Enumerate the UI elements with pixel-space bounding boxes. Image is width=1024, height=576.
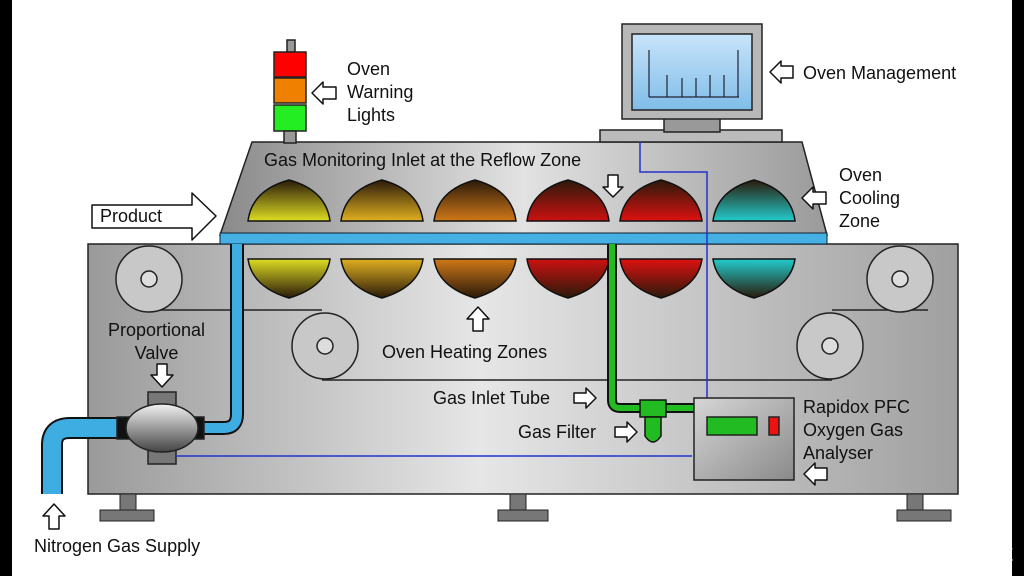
arrow-monitoring-inlet (602, 174, 624, 198)
lower-heating-zone-3 (433, 258, 517, 299)
reflow-oven-diagram (41, 23, 959, 530)
lower-heating-zone-4 (526, 258, 610, 299)
lower-heating-zone-5 (619, 258, 703, 299)
oxygen-gas-analyser (693, 397, 795, 481)
conveyor-rollers (115, 245, 934, 380)
upper-heating-zone-5 (619, 179, 703, 222)
conveyor-strip (219, 232, 828, 245)
signal-wires (176, 142, 708, 457)
analyser-indicator (768, 416, 780, 436)
warning-light-tower (273, 39, 307, 144)
edge-glyph: t (1006, 540, 1013, 567)
upper-heating-zone-2 (340, 179, 424, 222)
proportional-valve (116, 391, 205, 465)
arrow-proportional-valve (150, 363, 174, 388)
label-product: Product (100, 206, 163, 226)
green-warning-light (273, 104, 307, 132)
gas-filter (639, 399, 667, 443)
label-proportional-valve: Proportional Valve (108, 320, 206, 363)
amber-warning-light (273, 77, 307, 104)
arrow-gas-filter (614, 421, 638, 443)
arrow-gas-inlet-tube (573, 387, 597, 409)
arrow-warning-lights (311, 81, 337, 105)
upper-heating-zone-4 (526, 179, 610, 222)
label-cooling-zone: Oven Cooling Zone (839, 165, 901, 231)
oven-feet (99, 493, 952, 522)
upper-heating-zone-3 (433, 179, 517, 222)
label-warning-lights: Oven Warning Lights (347, 59, 414, 125)
arrow-product (91, 192, 217, 241)
management-computer (599, 23, 783, 143)
upper-heating-zone-1 (247, 179, 331, 222)
arrow-oven-management (769, 60, 794, 84)
label-heating-zones: Oven Heating Zones (382, 342, 548, 362)
arrow-analyser (803, 462, 828, 486)
diagram-canvas: Oven Warning Lights Oven Management Gas … (12, 0, 1012, 576)
label-nitrogen-supply: Nitrogen Gas Supply (34, 536, 201, 556)
label-analyser: Rapidox PFC Oxygen Gas Analyser (803, 397, 911, 463)
lower-heating-zone-2 (340, 258, 424, 299)
arrow-cooling-zone (801, 186, 827, 210)
analyser-display (706, 416, 758, 436)
label-oven-management: Oven Management (803, 63, 957, 83)
arrow-nitrogen-supply (42, 503, 66, 530)
red-warning-light (273, 51, 307, 78)
label-monitoring-inlet: Gas Monitoring Inlet at the Reflow Zone (264, 150, 582, 170)
label-gas-filter: Gas Filter (518, 422, 597, 442)
label-gas-inlet-tube: Gas Inlet Tube (433, 388, 551, 408)
lower-cooling-zone (712, 258, 796, 299)
arrow-heating-zones (466, 306, 490, 332)
upper-cooling-zone (712, 179, 796, 222)
lower-heating-zone-1 (247, 258, 331, 299)
